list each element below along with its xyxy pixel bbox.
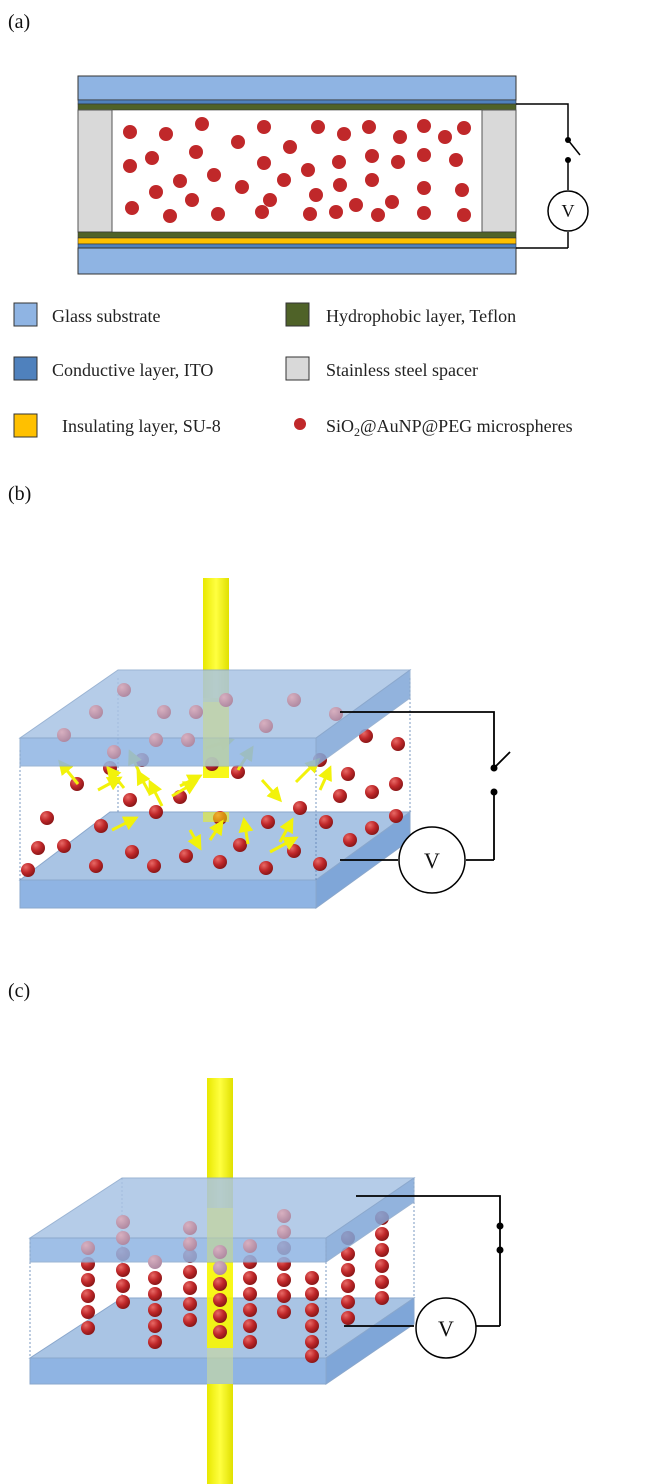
beam-through-bottom-plate-c: [207, 1348, 233, 1384]
panel-b-faint-microspheres: [57, 683, 343, 759]
panel-c-switch-top: [496, 1222, 504, 1230]
bottom-teflon-layer: [77, 231, 517, 239]
panel-c-circuit: [344, 1195, 501, 1327]
bottom-ito-layer: [77, 243, 517, 249]
panel-c-voltmeter: V: [415, 1297, 477, 1359]
panel-a-circuit: [516, 103, 581, 249]
legend-label-su8: Insulating layer, SU-8: [62, 416, 221, 436]
bottom-glass-layer: [77, 247, 517, 275]
svg-text:V: V: [562, 201, 575, 221]
panel-a-cross-section: V: [77, 75, 589, 275]
legend-item-teflon: Hydrophobic layer, Teflon: [285, 302, 516, 327]
top-ito-layer: [77, 99, 517, 105]
bottom-plate-front-face: [19, 879, 317, 909]
panel-b-voltmeter: V: [398, 826, 466, 894]
legend-item-ito: Conductive layer, ITO: [13, 356, 213, 381]
top-plate-front-face-c: [29, 1237, 327, 1263]
light-beam-lower: [203, 812, 229, 822]
panel-b-circuit: [340, 711, 511, 861]
legend-item-microsphere: SiO2@AuNP@PEG microspheres: [294, 416, 573, 439]
switch-contact-top: [565, 137, 571, 143]
panel-b-switch-top: [490, 764, 498, 772]
left-spacer: [77, 109, 113, 233]
legend-label-glass: Glass substrate: [52, 306, 160, 326]
panel-c-label: (c): [8, 980, 30, 1002]
legend-item-spacer: Stainless steel spacer: [285, 356, 478, 381]
bottom-plate-side-face-c: [325, 1297, 415, 1385]
legend-label-ito: Conductive layer, ITO: [52, 360, 213, 380]
legend-label-microsphere: SiO2@AuNP@PEG microspheres: [326, 416, 573, 439]
microsphere-legend-icon: [294, 418, 306, 430]
panel-b-switch-bottom: [490, 788, 498, 796]
panel-b-label: (b): [8, 483, 31, 505]
top-glass-layer: [77, 75, 517, 101]
top-teflon-layer: [77, 103, 517, 111]
legend-label-spacer: Stainless steel spacer: [326, 360, 478, 380]
svg-text:V: V: [424, 848, 440, 873]
panel-c-switch-bottom: [496, 1246, 504, 1254]
panel-a-voltmeter: V: [547, 190, 589, 232]
panel-a-label: (a): [8, 11, 30, 33]
top-plate-side-face-c: [325, 1177, 415, 1263]
svg-text:V: V: [438, 1316, 454, 1341]
bottom-plate-front-face-c: [29, 1357, 327, 1385]
top-plate-side-face: [315, 669, 411, 767]
panel-a-microspheres: [123, 117, 471, 223]
panel-c-device: V: [28, 1078, 504, 1484]
legend-item-su8: Insulating layer, SU-8: [13, 413, 221, 438]
legend: Glass substrate Hydrophobic layer, Teflo…: [13, 302, 573, 439]
beam-through-top-plate: [203, 702, 229, 766]
legend-label-teflon: Hydrophobic layer, Teflon: [326, 306, 516, 326]
panel-b-device: V: [18, 578, 511, 909]
panel-c-faint-microspheres: [81, 1209, 291, 1275]
right-spacer: [481, 109, 517, 233]
top-plate-front-face: [19, 737, 317, 767]
switch-contact-bottom: [565, 157, 571, 163]
su8-layer: [77, 237, 517, 245]
legend-item-glass: Glass substrate: [13, 302, 160, 327]
light-beam-bottom-c: [207, 1384, 233, 1484]
